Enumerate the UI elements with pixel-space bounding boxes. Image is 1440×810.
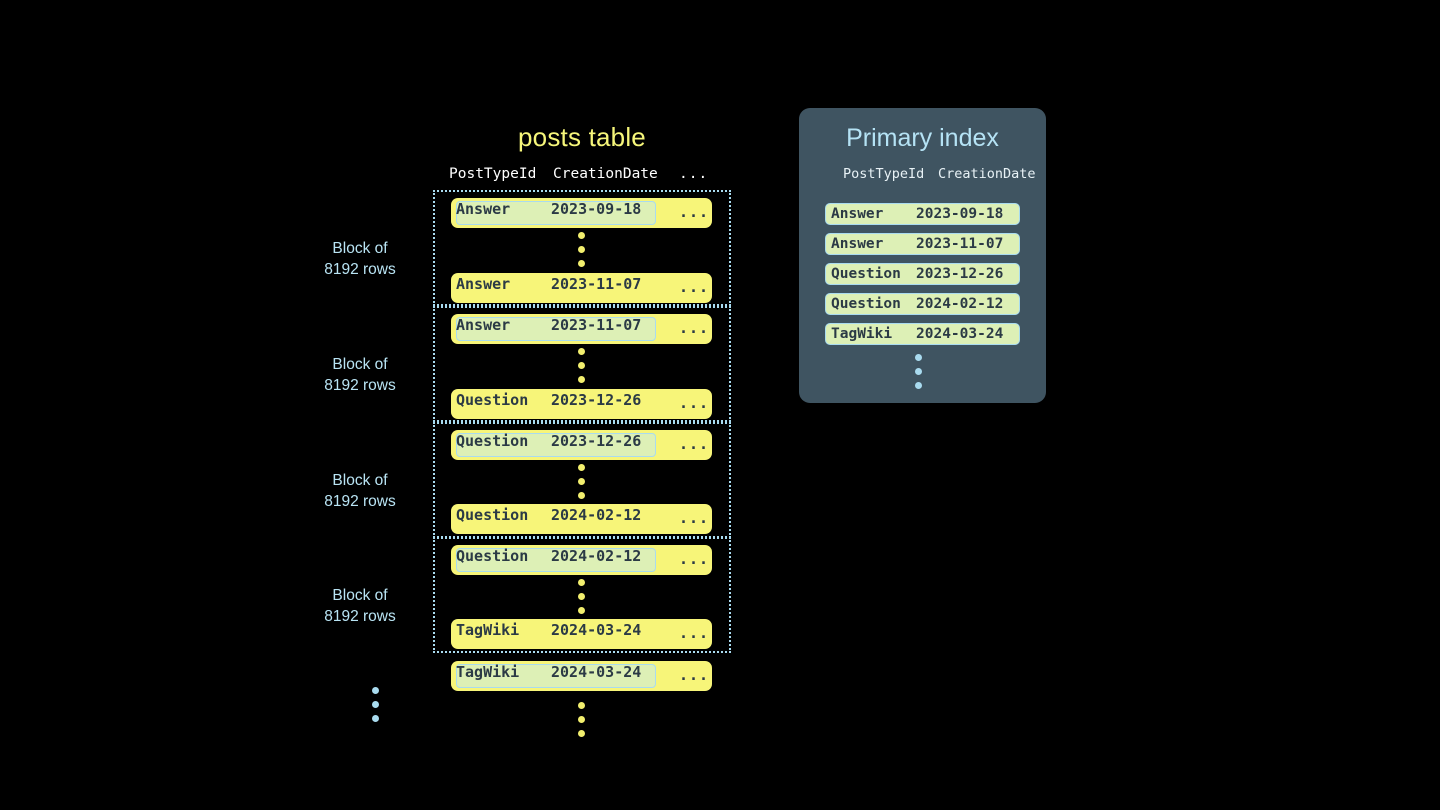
- row-post-type-id: Question: [456, 391, 529, 409]
- row-post-type-id: TagWiki: [456, 663, 520, 681]
- row-creation-date: 2023-11-07: [551, 316, 642, 334]
- index-header-post-type-id: PostTypeId: [843, 166, 925, 182]
- index-continues-ellipsis: [915, 354, 923, 396]
- index-post-type-id: Answer: [831, 236, 884, 252]
- block-label-1: Block of 8192 rows: [300, 238, 420, 280]
- index-entry[interactable]: Question 2024-02-12: [825, 293, 1020, 315]
- block-label-1-line1: Block of: [332, 240, 388, 257]
- row-more-cells: ...: [679, 394, 710, 412]
- index-entry[interactable]: Question 2023-12-26: [825, 263, 1020, 285]
- row-post-type-id: Answer: [456, 275, 511, 293]
- row-key-highlight: [456, 433, 656, 457]
- index-post-type-id: Answer: [831, 206, 884, 222]
- row-more-cells: ...: [679, 278, 710, 296]
- table-row[interactable]: TagWiki 2024-03-24 ...: [451, 619, 712, 649]
- primary-index-title: Primary index: [846, 124, 999, 152]
- index-entry[interactable]: Answer 2023-11-07: [825, 233, 1020, 255]
- row-creation-date: 2024-03-24: [551, 663, 642, 681]
- row-more-cells: ...: [679, 319, 710, 337]
- row-post-type-id: Answer: [456, 316, 511, 334]
- row-post-type-id: Question: [456, 506, 529, 524]
- block-label-4-line2: 8192 rows: [324, 608, 396, 625]
- row-ellipsis-dots: [578, 232, 586, 274]
- table-row[interactable]: TagWiki 2024-03-24 ...: [451, 661, 712, 691]
- table-row[interactable]: Question 2023-12-26 ...: [451, 389, 712, 419]
- blocks-continue-ellipsis: [372, 687, 380, 729]
- row-more-cells: ...: [679, 624, 710, 642]
- table-row[interactable]: Question 2024-02-12 ...: [451, 504, 712, 534]
- row-more-cells: ...: [679, 666, 710, 684]
- block-outline-4: [433, 537, 731, 653]
- block-label-2-line2: 8192 rows: [324, 377, 396, 394]
- row-key-highlight: [456, 317, 656, 341]
- row-ellipsis-dots: [578, 464, 586, 506]
- row-more-cells: ...: [679, 203, 710, 221]
- row-ellipsis-dots: [578, 348, 586, 390]
- index-entry[interactable]: Answer 2023-09-18: [825, 203, 1020, 225]
- header-creation-date: CreationDate: [553, 166, 658, 182]
- row-creation-date: 2024-03-24: [551, 621, 642, 639]
- row-creation-date: 2023-12-26: [551, 391, 642, 409]
- index-creation-date: 2024-03-24: [916, 326, 1004, 342]
- posts-table-column-headers: PostTypeId CreationDate ...: [449, 166, 713, 186]
- index-header-creation-date: CreationDate: [938, 166, 1036, 182]
- block-label-1-line2: 8192 rows: [324, 261, 396, 278]
- row-post-type-id: TagWiki: [456, 621, 520, 639]
- primary-index-column-headers: PostTypeId CreationDate: [821, 166, 1036, 186]
- row-post-type-id: Question: [456, 432, 529, 450]
- posts-table-title: posts table: [518, 122, 646, 152]
- row-creation-date: 2023-11-07: [551, 275, 642, 293]
- index-post-type-id: Question: [831, 266, 901, 282]
- row-key-highlight: [456, 201, 656, 225]
- row-ellipsis-dots: [578, 579, 586, 621]
- index-creation-date: 2024-02-12: [916, 296, 1004, 312]
- table-row[interactable]: Question 2024-02-12 ...: [451, 545, 712, 575]
- block-label-3-line1: Block of: [332, 472, 388, 489]
- block-label-2-line1: Block of: [332, 356, 388, 373]
- block-outline-2: [433, 306, 731, 422]
- header-post-type-id: PostTypeId: [449, 166, 537, 182]
- block-label-3-line2: 8192 rows: [324, 493, 396, 510]
- table-continues-ellipsis: [578, 702, 586, 744]
- index-post-type-id: TagWiki: [831, 326, 893, 342]
- row-key-highlight: [456, 548, 656, 572]
- row-more-cells: ...: [679, 509, 710, 527]
- table-row[interactable]: Question 2023-12-26 ...: [451, 430, 712, 460]
- row-creation-date: 2024-02-12: [551, 547, 642, 565]
- header-more-columns: ...: [679, 166, 709, 182]
- block-label-4-line1: Block of: [332, 587, 388, 604]
- index-creation-date: 2023-12-26: [916, 266, 1004, 282]
- row-more-cells: ...: [679, 550, 710, 568]
- table-row[interactable]: Answer 2023-11-07 ...: [451, 273, 712, 303]
- row-creation-date: 2023-12-26: [551, 432, 642, 450]
- table-row[interactable]: Answer 2023-11-07 ...: [451, 314, 712, 344]
- row-post-type-id: Answer: [456, 200, 511, 218]
- block-outline-1: [433, 190, 731, 306]
- primary-index-panel: Primary index PostTypeId CreationDate An…: [799, 108, 1046, 403]
- row-post-type-id: Question: [456, 547, 529, 565]
- row-creation-date: 2023-09-18: [551, 200, 642, 218]
- block-label-3: Block of 8192 rows: [300, 470, 420, 512]
- row-more-cells: ...: [679, 435, 710, 453]
- index-creation-date: 2023-11-07: [916, 236, 1004, 252]
- row-creation-date: 2024-02-12: [551, 506, 642, 524]
- table-row[interactable]: Answer 2023-09-18 ...: [451, 198, 712, 228]
- block-label-4: Block of 8192 rows: [300, 585, 420, 627]
- index-creation-date: 2023-09-18: [916, 206, 1004, 222]
- row-key-highlight: [456, 664, 656, 688]
- index-post-type-id: Question: [831, 296, 901, 312]
- block-label-2: Block of 8192 rows: [300, 354, 420, 396]
- index-entry[interactable]: TagWiki 2024-03-24: [825, 323, 1020, 345]
